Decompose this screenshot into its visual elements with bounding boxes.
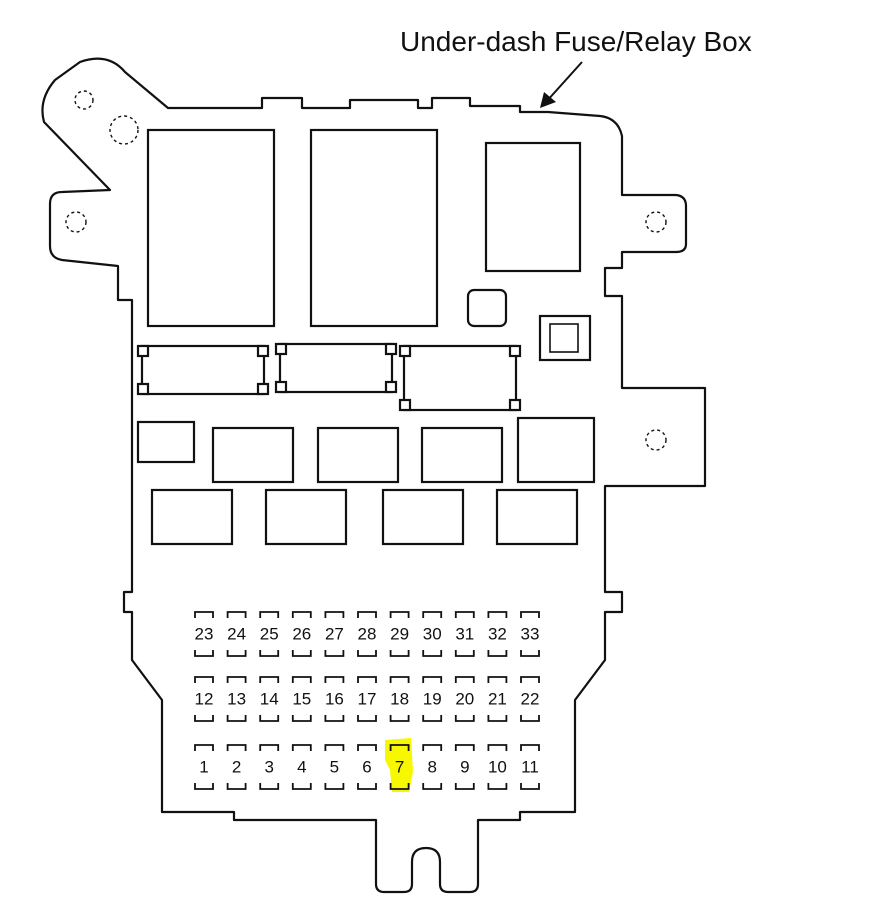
fuse-number-30: 30 (423, 625, 442, 644)
fuse-number-2: 2 (232, 758, 241, 777)
maxi-fuse-8 (495, 488, 579, 546)
fuse-number-27: 27 (325, 625, 344, 644)
relay-large-center (309, 128, 439, 328)
maxi-fuse-4 (516, 416, 596, 484)
maxi-fuse-1 (211, 426, 295, 484)
mini-relay (136, 420, 196, 464)
fuse-number-14: 14 (260, 690, 279, 709)
fuse-slot-32: 32 (487, 611, 508, 657)
fuse-number-5: 5 (330, 758, 339, 777)
fuse-slot-28: 28 (357, 611, 377, 657)
fuse-slot-8: 8 (422, 744, 443, 790)
fuse-slot-4: 4 (291, 744, 312, 790)
fuse-slot-11: 11 (520, 744, 540, 790)
connector-center (274, 342, 398, 394)
fuse-number-6: 6 (362, 758, 371, 777)
small-relay (538, 314, 592, 362)
fuse-slot-26: 26 (291, 611, 312, 657)
relay-large-right (484, 141, 582, 273)
fuse-number-23: 23 (195, 625, 214, 644)
fuse-number-21: 21 (488, 690, 507, 709)
small-relay-inner (549, 323, 579, 353)
fuse-number-17: 17 (358, 690, 377, 709)
fuse-slot-17: 17 (357, 676, 377, 722)
connector-right (398, 344, 522, 412)
fuse-number-8: 8 (427, 758, 436, 777)
fuse-slot-1: 1 (194, 744, 214, 790)
fuse-slot-3: 3 (259, 744, 280, 790)
fuse-slot-13: 13 (226, 676, 247, 722)
maxi-fuse-7 (381, 488, 465, 546)
fuse-number-11: 11 (521, 758, 539, 777)
fuse-number-26: 26 (292, 625, 311, 644)
fuse-slot-30: 30 (422, 611, 443, 657)
fuse-slot-21: 21 (487, 676, 508, 722)
fuse-slot-29: 29 (389, 611, 410, 657)
fuse-number-20: 20 (455, 690, 474, 709)
fuse-slot-25: 25 (259, 611, 280, 657)
fuse-number-24: 24 (227, 625, 246, 644)
fuse-number-19: 19 (423, 690, 442, 709)
fuse-slot-24: 24 (226, 611, 247, 657)
fuse-slot-9: 9 (454, 744, 475, 790)
fuse-slot-27: 27 (324, 611, 345, 657)
fuse-slot-20: 20 (454, 676, 475, 722)
fuse-number-4: 4 (297, 758, 306, 777)
fuse-number-7: 7 (395, 758, 404, 777)
fuse-number-3: 3 (264, 758, 273, 777)
fuse-number-25: 25 (260, 625, 279, 644)
diagram-title: Under-dash Fuse/Relay Box (400, 26, 752, 57)
fuse-number-12: 12 (195, 690, 214, 709)
fuse-slot-6: 6 (357, 744, 377, 790)
fuse-number-9: 9 (460, 758, 469, 777)
maxi-fuse-3 (420, 426, 504, 484)
title-leader-arrow (540, 61, 583, 108)
fuse-slot-31: 31 (454, 611, 475, 657)
maxi-fuse-6 (264, 488, 348, 546)
fuse-number-29: 29 (390, 625, 409, 644)
fuse-number-16: 16 (325, 690, 344, 709)
fuse-number-13: 13 (227, 690, 246, 709)
fuse-slot-14: 14 (259, 676, 280, 722)
maxi-fuse-5 (150, 488, 234, 546)
fuse-number-28: 28 (358, 625, 377, 644)
highlighted-fuse-7 (385, 738, 413, 792)
fuse-number-1: 1 (199, 758, 208, 777)
fuse-number-22: 22 (521, 690, 540, 709)
fuse-number-18: 18 (390, 690, 409, 709)
fuse-number-10: 10 (488, 758, 507, 777)
fuse-number-32: 32 (488, 625, 507, 644)
connector-left (136, 344, 270, 396)
mounting-holes (65, 90, 667, 451)
maxi-fuse-2 (316, 426, 400, 484)
fuse-slot-22: 22 (520, 676, 540, 722)
fuse-number-15: 15 (292, 690, 311, 709)
fuse-slot-2: 2 (226, 744, 247, 790)
fuse-slot-12: 12 (194, 676, 214, 722)
fuse-number-31: 31 (455, 625, 474, 644)
fuse-number-33: 33 (521, 625, 540, 644)
fuse-slot-15: 15 (291, 676, 312, 722)
fuse-slot-5: 5 (324, 744, 345, 790)
fuse-slot-18: 18 (389, 676, 410, 722)
relay-large-left (146, 128, 276, 328)
fuse-slot-7: 7 (389, 744, 410, 790)
fuse-slot-16: 16 (324, 676, 345, 722)
fuse-slot-23: 23 (194, 611, 214, 657)
fuse-slot-10: 10 (487, 744, 508, 790)
fuse-slot-19: 19 (422, 676, 443, 722)
fuse-slot-33: 33 (520, 611, 540, 657)
small-component (466, 288, 508, 328)
